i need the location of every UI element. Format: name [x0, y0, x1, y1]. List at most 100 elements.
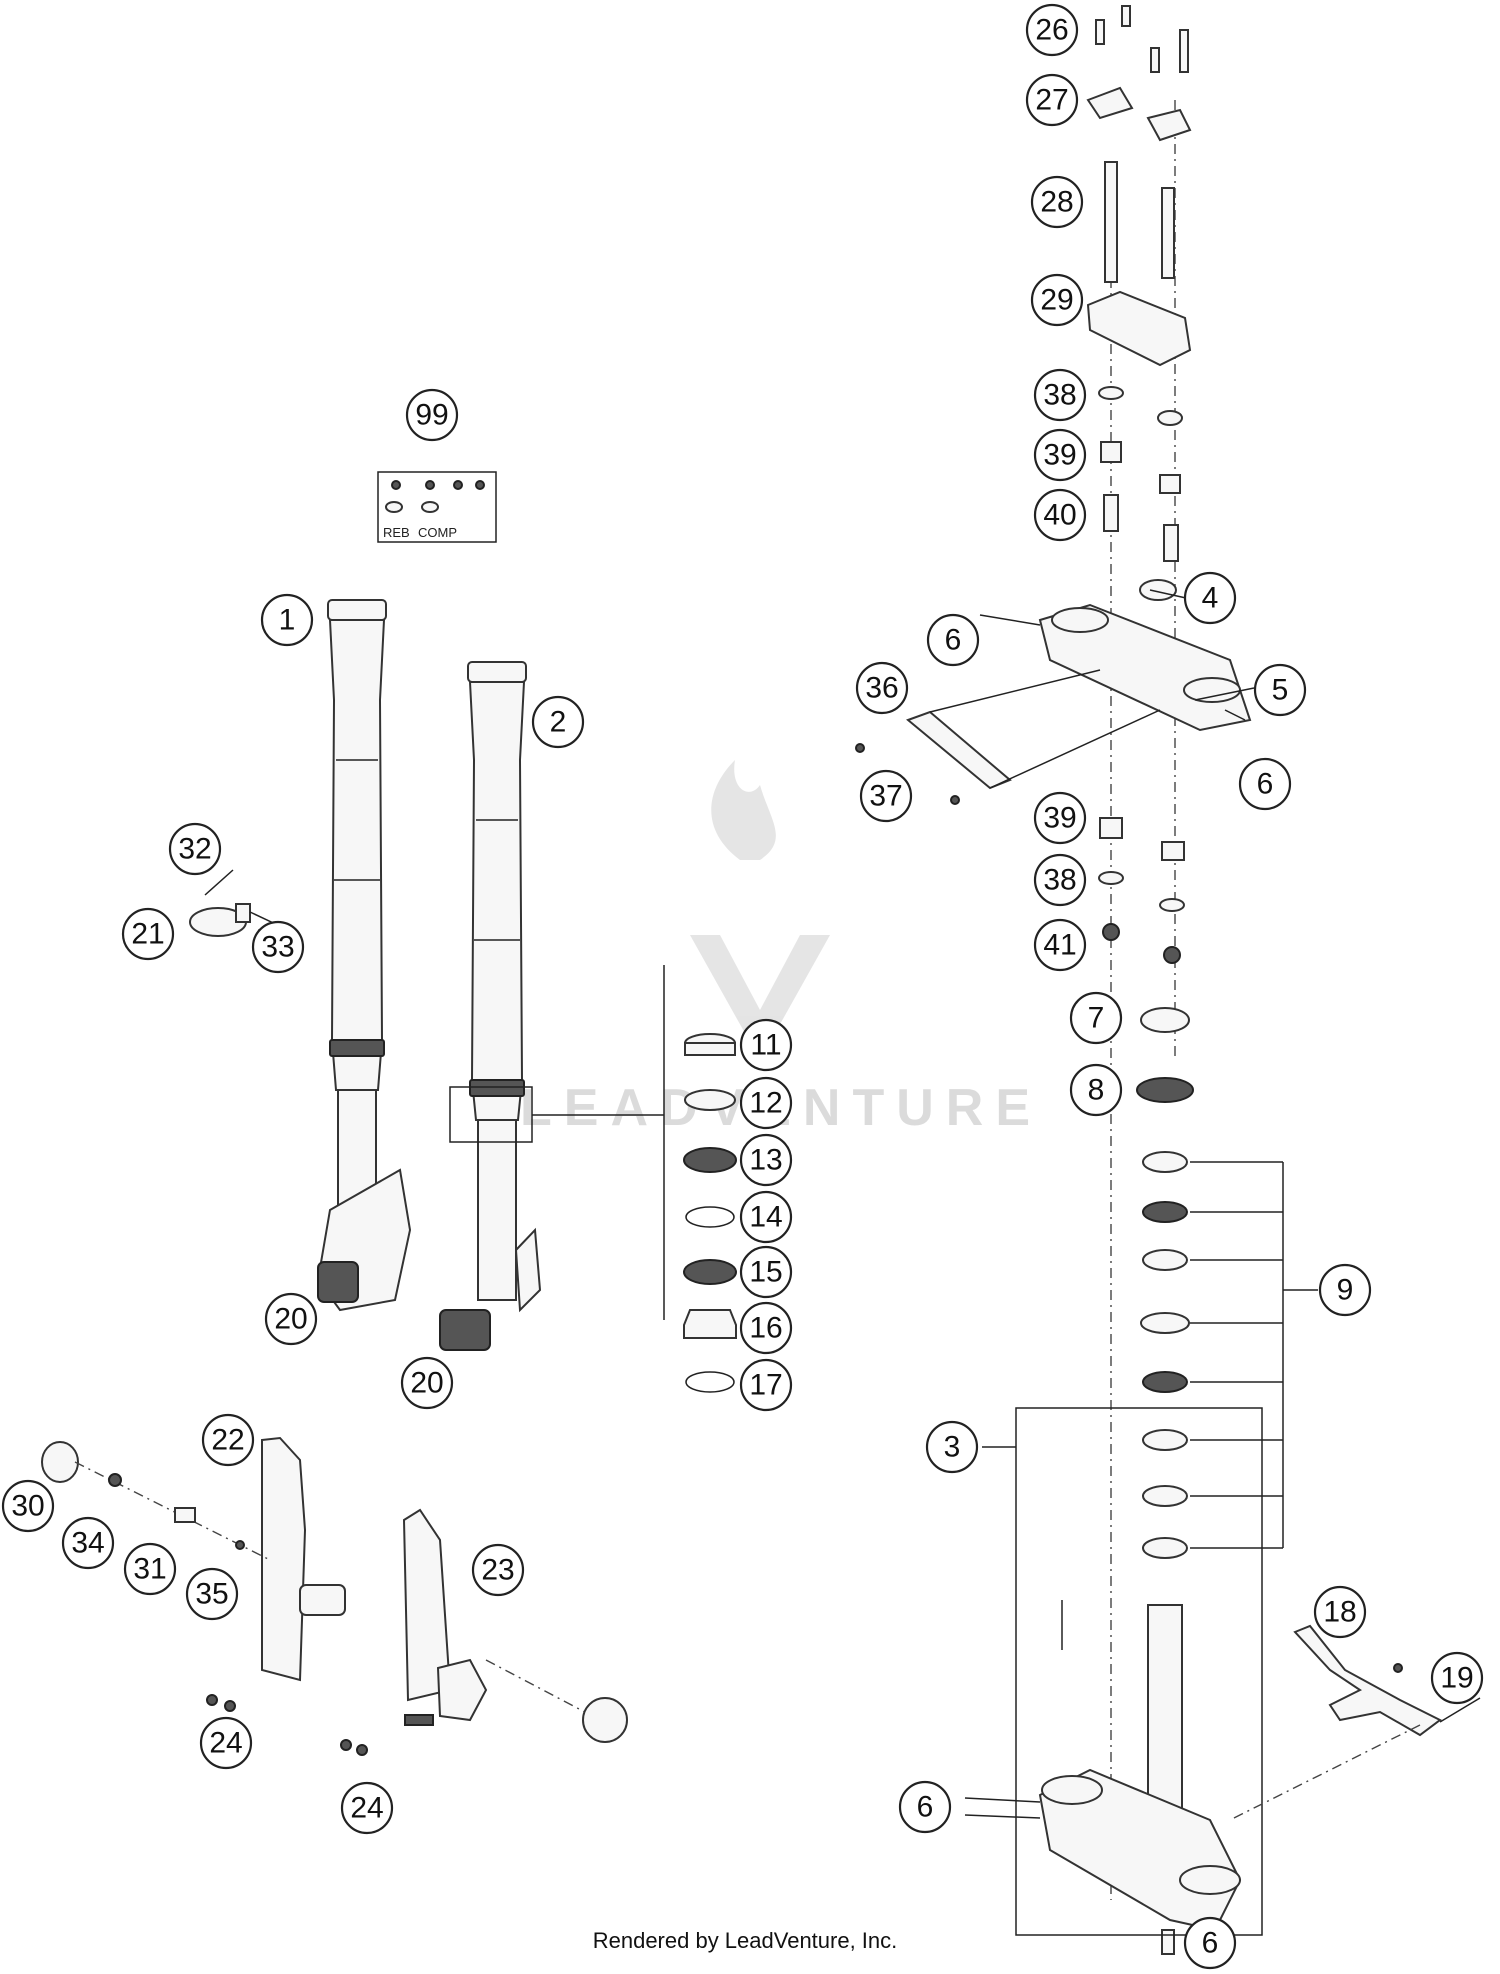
- callout-circle: [400, 1356, 454, 1410]
- callout-circle: [739, 1190, 793, 1244]
- callout-41: 41: [1033, 918, 1087, 972]
- callout-31: 31: [123, 1542, 177, 1596]
- callout-label: 31: [133, 1553, 166, 1586]
- callout-24: 24: [199, 1716, 253, 1770]
- callout-label: 21: [131, 918, 164, 951]
- callout-label: 12: [749, 1087, 782, 1120]
- callout-24: 24: [340, 1781, 394, 1835]
- callout-circle: [1183, 1916, 1237, 1970]
- steering-assembly: [855, 5, 1481, 1955]
- callout-circle: [123, 1542, 177, 1596]
- callout-circle: [168, 822, 222, 876]
- callout-circle: [61, 1516, 115, 1570]
- callout-circle: [471, 1543, 525, 1597]
- watermark-v-icon: [690, 935, 830, 1060]
- callout-label: 29: [1040, 284, 1073, 317]
- watermark-flame-icon: [711, 760, 776, 860]
- callout-circle: [739, 1133, 793, 1187]
- callout-32: 32: [168, 822, 222, 876]
- callout-label: 23: [481, 1554, 514, 1587]
- callout-38: 38: [1033, 853, 1087, 907]
- callout-29: 29: [1030, 273, 1084, 327]
- callout-label: 9: [1337, 1274, 1354, 1307]
- callout-circle: [1033, 853, 1087, 907]
- callout-label: 26: [1035, 14, 1068, 47]
- callout-label: 5: [1272, 674, 1289, 707]
- callout-19: 19: [1430, 1651, 1484, 1705]
- callout-26: 26: [1025, 3, 1079, 57]
- callout-circle: [1030, 175, 1084, 229]
- callout-label: 39: [1043, 802, 1076, 835]
- callout-label: 28: [1040, 186, 1073, 219]
- callout-27: 27: [1025, 73, 1079, 127]
- callout-label: 38: [1043, 864, 1076, 897]
- callout-label: 22: [211, 1424, 244, 1457]
- callout-circle: [926, 613, 980, 667]
- callout-circle: [531, 695, 585, 749]
- callout-label: 6: [1257, 768, 1274, 801]
- callout-circle: [1025, 73, 1079, 127]
- callout-label: 37: [869, 780, 902, 813]
- callout-label: 20: [274, 1303, 307, 1336]
- callout-11: 11: [739, 1018, 793, 1072]
- callout-label: 38: [1043, 379, 1076, 412]
- callout-label: 36: [865, 672, 898, 705]
- callout-7: 7: [1069, 991, 1123, 1045]
- callout-label: 39: [1043, 439, 1076, 472]
- callout-circle: [1069, 1063, 1123, 1117]
- callout-28: 28: [1030, 175, 1084, 229]
- callout-15: 15: [739, 1245, 793, 1299]
- callout-label: 4: [1202, 582, 1219, 615]
- callout-circle: [121, 907, 175, 961]
- callout-circle: [739, 1245, 793, 1299]
- callout-14: 14: [739, 1190, 793, 1244]
- callout-circle: [739, 1358, 793, 1412]
- callout-label: 30: [11, 1490, 44, 1523]
- callout-36: 36: [855, 661, 909, 715]
- kit-reb-label: REB: [383, 525, 410, 540]
- callout-23: 23: [471, 1543, 525, 1597]
- callout-circle: [1069, 991, 1123, 1045]
- callout-circle: [1033, 428, 1087, 482]
- callout-circle: [1253, 663, 1307, 717]
- callout-17: 17: [739, 1358, 793, 1412]
- callout-label: 99: [415, 399, 448, 432]
- callout-9: 9: [1318, 1263, 1372, 1317]
- callout-label: 2: [550, 706, 567, 739]
- callout-circle: [1030, 273, 1084, 327]
- callout-label: 7: [1088, 1002, 1105, 1035]
- fork-leg-1: [316, 599, 412, 1312]
- callout-label: 24: [209, 1727, 242, 1760]
- callout-39: 39: [1033, 428, 1087, 482]
- callout-circle: [1033, 791, 1087, 845]
- callout-12: 12: [739, 1076, 793, 1130]
- callout-30: 30: [1, 1479, 55, 1533]
- callout-label: 14: [749, 1201, 782, 1234]
- callout-18: 18: [1313, 1585, 1367, 1639]
- callout-circle: [1033, 918, 1087, 972]
- callout-circle: [1183, 571, 1237, 625]
- callout-13: 13: [739, 1133, 793, 1187]
- callout-1: 1: [260, 593, 314, 647]
- kit-comp-label: COMP: [418, 525, 457, 540]
- callout-16: 16: [739, 1301, 793, 1355]
- callout-8: 8: [1069, 1063, 1123, 1117]
- callout-3: 3: [925, 1420, 979, 1474]
- callout-6: 6: [1238, 757, 1292, 811]
- callout-circle: [1430, 1651, 1484, 1705]
- callout-circle: [201, 1413, 255, 1467]
- callout-circle: [185, 1567, 239, 1621]
- callout-35: 35: [185, 1567, 239, 1621]
- callout-circle: [859, 769, 913, 823]
- callout-label: 27: [1035, 84, 1068, 117]
- callout-circle: [405, 388, 459, 442]
- callout-circle: [251, 920, 305, 974]
- callout-circle: [1318, 1263, 1372, 1317]
- callout-label: 3: [944, 1431, 961, 1464]
- callout-99: 99: [405, 388, 459, 442]
- callout-circle: [199, 1716, 253, 1770]
- callout-6: 6: [1183, 1916, 1237, 1970]
- callout-circle: [260, 593, 314, 647]
- callout-circle: [1313, 1585, 1367, 1639]
